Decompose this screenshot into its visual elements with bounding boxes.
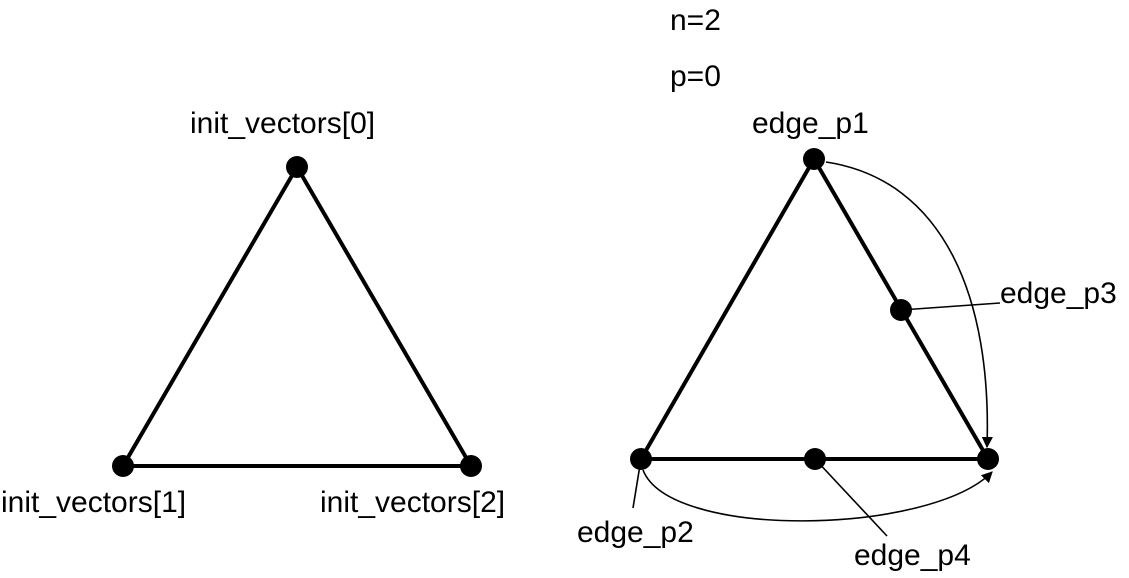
edge-p1-node [803,148,825,170]
left-triangle: init_vectors[0] init_vectors[1] init_vec… [1,107,505,519]
edge-p2-node [630,448,652,470]
left-triangle-edge-top-left [121,165,299,468]
edge-p3-leader-line [900,302,1001,311]
n-parameter-label: n=2 [670,4,721,37]
edge-p1-label: edge_p1 [752,107,869,140]
edge-p4-leader-line [814,458,888,537]
edge-p2-label: edge_p2 [577,516,694,549]
left-triangle-edge-top-right [295,165,473,468]
init-vector-1-label: init_vectors[1] [1,486,186,519]
init-vector-2-node [460,455,482,477]
right-triangle-edge-top-left [639,157,816,461]
edge-p4-label: edge_p4 [854,539,971,572]
arrow-p2-to-right-vertex [642,469,993,522]
init-vector-0-label: init_vectors[0] [190,107,375,140]
edge-p3-node [890,299,912,321]
init-vector-2-label: init_vectors[2] [320,486,505,519]
edge-p4-node [804,448,826,470]
init-vector-0-node [286,156,308,178]
init-vector-1-node [112,455,134,477]
right-vertex-node [977,448,999,470]
arrow-p1-to-right-vertex [825,161,993,449]
edge-p3-label: edge_p3 [1000,277,1117,310]
p-parameter-label: p=0 [670,60,721,93]
right-triangle: n=2 p=0 edge_p1 edge_p3 edge_p2 edge_p4 [577,4,1117,572]
